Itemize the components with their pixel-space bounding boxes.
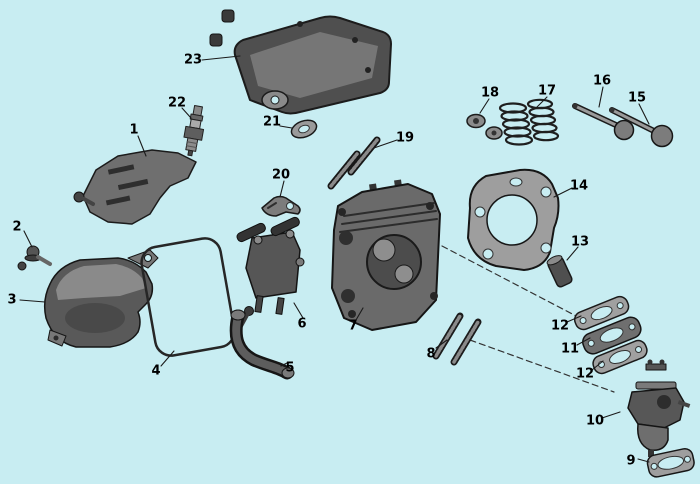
part-label-10: 10 [585,413,605,429]
head-studs-shape [432,312,482,366]
carburetor-insulator-shape [582,316,642,355]
part-label-3: 3 [7,292,17,308]
part-label-13: 13 [570,234,590,250]
intake-gasket-lower-shape [592,339,648,375]
cylinder-head-shape [331,179,441,331]
dowel-pin-shape [546,255,573,288]
carburetor-shape [627,359,691,457]
part-label-2: 2 [12,219,22,235]
part-label-21: 21 [262,114,282,130]
stud-bolts-shape [327,136,381,190]
part-label-23: 23 [183,52,203,68]
part-label-15: 15 [627,90,647,106]
part-label-4: 4 [151,363,161,379]
air-guide-cover-shape [43,249,159,348]
part-label-7: 7 [348,318,358,334]
part-label-19: 19 [395,130,415,146]
cover-gasket-shape [140,237,254,357]
part-label-9: 9 [626,453,636,469]
breather-tube-shape [229,309,295,380]
exhaust-valve-shape [609,107,674,148]
part-label-11: 11 [560,341,580,357]
valve-cover-shape [209,9,392,115]
spark-plug-shape [183,105,205,157]
part-label-22: 22 [167,95,187,111]
part-label-12-upper: 12 [550,318,570,334]
part-label-18: 18 [480,85,500,101]
carb-gasket-shape [646,448,695,478]
heat-shield-shape [73,149,197,225]
intake-gasket-upper-shape [573,295,630,331]
part-label-5: 5 [285,360,295,376]
intake-valve-shape [572,103,635,141]
part-label-20: 20 [271,167,291,183]
flange-bolt-shape [17,245,52,271]
head-gasket-shape [467,168,560,271]
assembly-axis-dashed-lines [441,245,615,393]
part-label-8: 8 [426,346,436,362]
leader-lines [19,55,650,463]
part-label-16: 16 [592,73,612,89]
part-label-14: 14 [569,178,589,194]
rocker-assembly-shape [236,216,305,315]
part-label-12-lower: 12 [575,366,595,382]
part-label-6: 6 [297,316,307,332]
guide-plate-shape [261,195,301,217]
part-label-17: 17 [537,83,557,99]
spring-retainers-shape [466,113,503,140]
part-label-1: 1 [129,122,139,138]
valve-springs-shape [498,98,560,146]
plug-washer-shape [290,119,318,139]
